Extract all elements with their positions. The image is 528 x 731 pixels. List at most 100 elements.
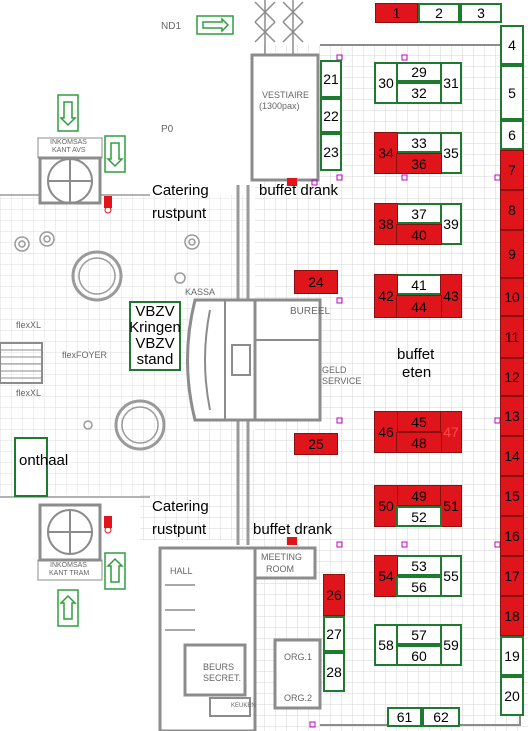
vbzv-stand[interactable]: VBZV Kringen VBZV stand xyxy=(129,301,181,371)
booth-number: 42 xyxy=(378,288,394,304)
flexxl-label-1: flexXL xyxy=(16,320,42,330)
booth-14[interactable]: 14 xyxy=(500,436,524,476)
booth-36[interactable]: 36 xyxy=(396,153,442,174)
booth-41[interactable]: 41 xyxy=(396,274,442,295)
booth-number: 40 xyxy=(411,226,427,243)
booth-4[interactable]: 4 xyxy=(500,25,524,65)
booth-57[interactable]: 57 xyxy=(396,624,442,645)
booth-49[interactable]: 49 xyxy=(396,485,442,506)
booth-number: 39 xyxy=(443,216,459,232)
catering-bottom-label-2: rustpunt xyxy=(152,521,207,538)
booth-15[interactable]: 15 xyxy=(500,476,524,516)
booth-number: 37 xyxy=(411,205,427,222)
booth-7[interactable]: 7 xyxy=(500,150,524,190)
booth-33[interactable]: 33 xyxy=(396,132,442,153)
booth-29[interactable]: 29 xyxy=(396,62,442,82)
vestiaire-label: VESTIAIRE xyxy=(262,90,310,100)
booth-number: 29 xyxy=(411,64,427,80)
lobby-grid xyxy=(140,430,255,540)
booth-22[interactable]: 22 xyxy=(320,98,342,133)
catering-top-label-1: Catering xyxy=(152,182,209,199)
booth-18[interactable]: 18 xyxy=(500,596,524,636)
foyer-tables xyxy=(14,231,200,451)
booth-31[interactable]: 31 xyxy=(440,62,462,104)
booth-27[interactable]: 27 xyxy=(323,616,345,652)
booth-40[interactable]: 40 xyxy=(396,224,442,245)
booth-19[interactable]: 19 xyxy=(500,636,524,676)
booth-13[interactable]: 13 xyxy=(500,396,524,436)
booth-number: 8 xyxy=(508,202,516,218)
booth-50[interactable]: 50 xyxy=(374,485,398,527)
booth-9[interactable]: 9 xyxy=(500,230,524,278)
lower-rooms xyxy=(158,546,322,731)
booth-51[interactable]: 51 xyxy=(440,485,462,527)
booth-38[interactable]: 38 xyxy=(374,203,398,245)
booth-42[interactable]: 42 xyxy=(374,274,398,318)
booth-number: 28 xyxy=(326,664,342,680)
booth-number: 31 xyxy=(443,75,459,91)
catering-top-label-2: rustpunt xyxy=(152,205,207,222)
booth-number: 12 xyxy=(504,369,520,385)
booth-58[interactable]: 58 xyxy=(374,624,398,666)
booth-30[interactable]: 30 xyxy=(374,62,398,104)
inkomsas-tram-label-1: INKOMSAS xyxy=(50,562,87,569)
catering-bottom-label-1: Catering xyxy=(152,498,209,515)
entry-arrow-icons xyxy=(57,15,234,627)
booth-number: 46 xyxy=(378,424,394,440)
vbzv-label-2: Kringen xyxy=(129,319,181,336)
buffet-drank-bottom-label: buffet drank xyxy=(253,521,332,538)
booth-46[interactable]: 46 xyxy=(374,411,398,453)
booth-53[interactable]: 53 xyxy=(396,555,442,576)
booth-3[interactable]: 3 xyxy=(460,3,502,23)
booth-39[interactable]: 39 xyxy=(440,203,462,245)
vbzv-label-4: stand xyxy=(136,351,174,368)
booth-52[interactable]: 52 xyxy=(396,506,442,527)
booth-44[interactable]: 44 xyxy=(396,295,442,318)
booth-20[interactable]: 20 xyxy=(500,676,524,716)
booth-number: 6 xyxy=(508,127,516,143)
booth-62[interactable]: 62 xyxy=(422,707,460,727)
booth-24[interactable]: 24 xyxy=(294,270,338,294)
booth-6[interactable]: 6 xyxy=(500,120,524,150)
booth-25[interactable]: 25 xyxy=(294,433,338,455)
booth-47[interactable]: 47 xyxy=(440,411,462,453)
booth-5[interactable]: 5 xyxy=(500,65,524,120)
booth-16[interactable]: 16 xyxy=(500,516,524,556)
booth-35[interactable]: 35 xyxy=(440,132,462,174)
booth-26[interactable]: 26 xyxy=(323,574,345,616)
onthaal-desk[interactable]: onthaal xyxy=(14,437,68,497)
booth-number: 35 xyxy=(443,145,459,161)
booth-number: 30 xyxy=(378,75,394,91)
booth-8[interactable]: 8 xyxy=(500,190,524,230)
booth-55[interactable]: 55 xyxy=(440,555,462,597)
booth-56[interactable]: 56 xyxy=(396,576,442,597)
booth-61[interactable]: 61 xyxy=(387,707,422,727)
booth-48[interactable]: 48 xyxy=(396,432,442,453)
booth-12[interactable]: 12 xyxy=(500,358,524,396)
booth-60[interactable]: 60 xyxy=(396,645,442,666)
booth-number: 33 xyxy=(411,134,427,151)
booth-59[interactable]: 59 xyxy=(440,624,462,666)
booth-45[interactable]: 45 xyxy=(396,411,442,432)
booth-11[interactable]: 11 xyxy=(500,316,524,358)
booth-21[interactable]: 21 xyxy=(320,60,342,98)
booth-23[interactable]: 23 xyxy=(320,133,342,171)
booth-2[interactable]: 2 xyxy=(418,3,460,23)
booth-number: 4 xyxy=(508,37,516,53)
booth-32[interactable]: 32 xyxy=(396,82,442,104)
booth-number: 27 xyxy=(326,626,342,642)
booth-number: 1 xyxy=(392,5,401,21)
booth-10[interactable]: 10 xyxy=(500,278,524,316)
booth-1[interactable]: 1 xyxy=(375,3,418,23)
partition-walls xyxy=(0,185,250,545)
booth-43[interactable]: 43 xyxy=(440,274,462,318)
booth-number: 7 xyxy=(508,162,516,178)
booth-number: 18 xyxy=(504,608,520,624)
booth-37[interactable]: 37 xyxy=(396,203,442,224)
booth-34[interactable]: 34 xyxy=(374,132,398,174)
booth-28[interactable]: 28 xyxy=(323,652,345,692)
booth-number: 53 xyxy=(411,557,427,574)
booth-number: 9 xyxy=(508,246,516,262)
booth-54[interactable]: 54 xyxy=(374,555,398,597)
booth-17[interactable]: 17 xyxy=(500,556,524,596)
